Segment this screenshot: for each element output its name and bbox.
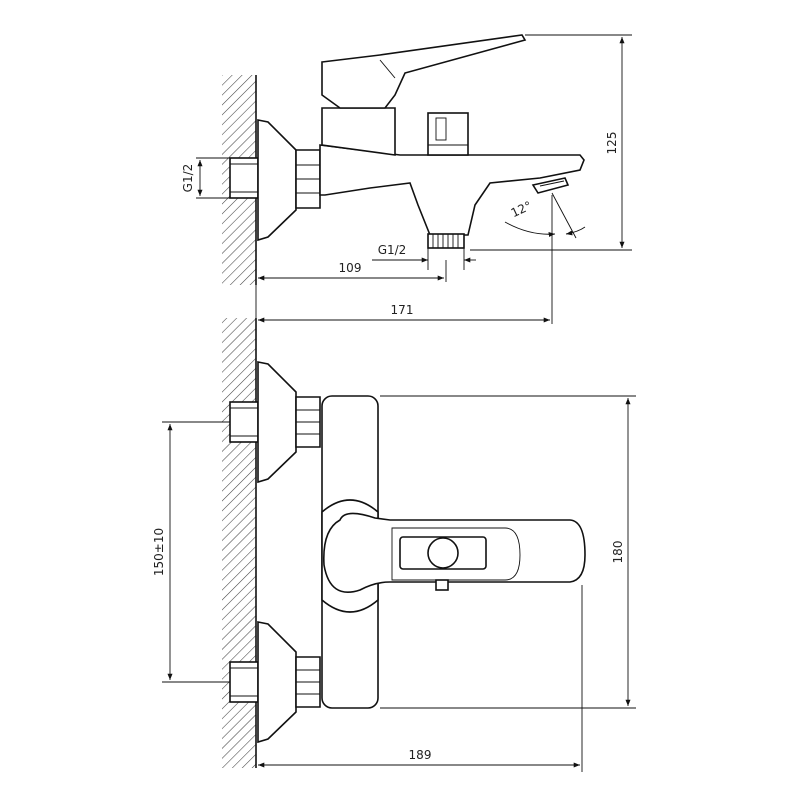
dim-label-angle: 12° <box>509 199 534 221</box>
spout-aerator <box>531 177 570 194</box>
side-view: 125 G1/2 G1/2 109 171 12° <box>181 34 632 324</box>
outlet-tab <box>435 579 449 591</box>
dim-label-inlet-thread: G1/2 <box>181 164 195 193</box>
lever-handle-side <box>321 34 527 109</box>
mixer-body-side <box>319 144 585 236</box>
diverter-knob <box>427 112 469 156</box>
dim-arc-angle <box>504 221 556 238</box>
diverter-button <box>427 537 459 569</box>
dim-label-height-125: 125 <box>605 132 619 155</box>
dim-label-centers: 150±10 <box>152 528 166 576</box>
dim-label-109: 109 <box>339 261 362 275</box>
escutcheon-side <box>257 119 297 242</box>
upper-escutcheon <box>257 361 297 484</box>
dim-label-189: 189 <box>409 748 432 762</box>
top-view: 150±10 180 189 <box>152 318 636 772</box>
lower-escutcheon <box>257 621 297 744</box>
dim-label-outlet-thread: G1/2 <box>378 243 407 257</box>
dim-label-171: 171 <box>391 303 414 317</box>
inlet-pipe <box>229 157 259 199</box>
dim-label-180: 180 <box>611 541 625 564</box>
outlet-thread <box>427 233 465 249</box>
